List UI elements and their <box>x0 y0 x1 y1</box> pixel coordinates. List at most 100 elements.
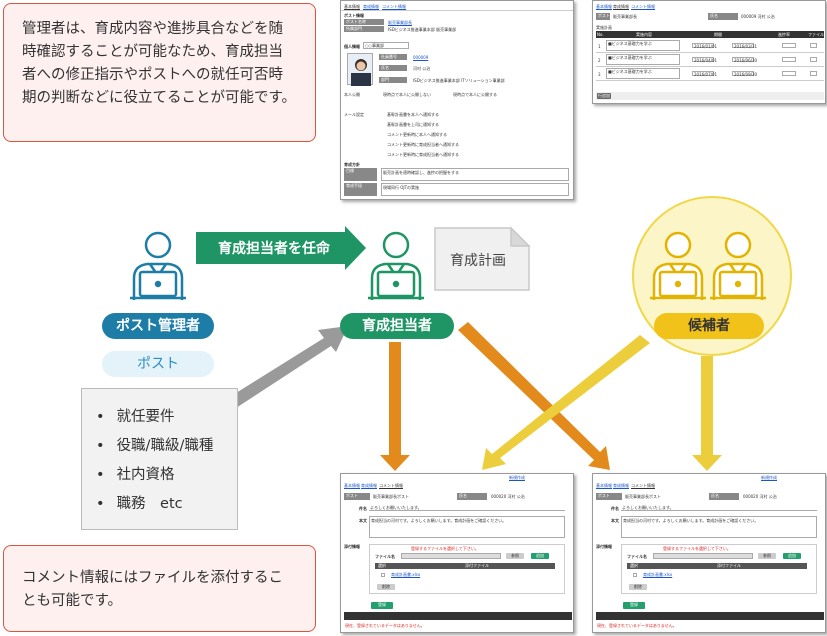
post-label-3: ポスト <box>344 493 370 500</box>
post-value-4: 販売事業部長ポスト <box>625 494 661 499</box>
trainer-role-badge: 育成担当者 <box>340 313 454 339</box>
subject-input[interactable]: よろしくお願いいたします。 <box>369 504 565 511</box>
new-comment-link[interactable]: 新規作成 <box>761 475 777 480</box>
mail-check-1[interactable]: 基幹計画書を本人へ通知する <box>387 112 439 117</box>
mail-check-3[interactable]: コメント更新時に本人へ通知する <box>387 132 447 137</box>
table-row: 3 ■ビジネス基礎力を学ぶ 2016/07/01 2016/09/30 <box>596 67 824 81</box>
table-row: 1 ■ビジネス基礎力を学ぶ 2016/01/01 2016/03/31 <box>596 39 824 53</box>
file-checkbox[interactable] <box>633 573 637 577</box>
subject-label: 件名 <box>611 506 619 511</box>
dept-value: ISDビジネス推進事業本部 販売事業部 <box>388 27 457 32</box>
admin-benefit-note: 管理者は、育成内容や進捗具合などを随時確認することが可能なため、育成担当者への修… <box>3 3 316 142</box>
tab-basic-4[interactable]: 基本情報 <box>596 483 612 488</box>
goal-textarea[interactable]: 販売計画を適時確認し、進捗の把握をする <box>381 168 569 181</box>
post-name-label: ポスト名称 <box>344 19 384 25</box>
tab-comment[interactable]: コメント情報 <box>382 4 406 9</box>
attach-area <box>621 544 817 594</box>
disclose-option-yes[interactable]: 現時点で本人に公開する <box>453 92 497 97</box>
candidate-person-icon <box>710 231 766 300</box>
tab-training-4[interactable]: 育成情報 <box>613 483 629 488</box>
file-label: ファイル名 <box>375 554 395 559</box>
add-file-button[interactable]: 追加 <box>531 553 549 559</box>
file-input[interactable] <box>401 553 501 559</box>
plan-section: 育成方針 <box>344 162 360 167</box>
tab-comment-3[interactable]: コメント情報 <box>379 483 403 488</box>
subject-input[interactable]: よろしくお願いいたします。 <box>621 504 817 511</box>
dept-select[interactable]: ○○事業部 <box>363 42 409 49</box>
method-label: 育成手段 <box>344 183 377 196</box>
candidate-person-icon <box>650 231 706 300</box>
tab-training-3[interactable]: 育成情報 <box>361 483 377 488</box>
trainer-down-arrow <box>380 342 410 471</box>
attach-note: 登録するファイルを選択して下さい。 <box>411 546 479 551</box>
file-link[interactable]: 育成計画書.xlsx <box>391 572 421 577</box>
person-photo-icon <box>351 59 371 86</box>
name-value: 河村 公治 <box>413 66 431 71</box>
mail-label: メール設定 <box>344 112 364 117</box>
mail-check-2[interactable]: 基幹計画書を上司に通知する <box>387 122 439 127</box>
file-table-header: 選択 添付ファイル <box>375 563 555 569</box>
name-value-3: 000020 河村 公治 <box>491 494 525 499</box>
tab-basic-3[interactable]: 基本情報 <box>344 483 360 488</box>
body-label: 本文 <box>359 518 367 523</box>
candidate-diagonal-arrow <box>482 335 650 470</box>
browse-button[interactable]: 参照 <box>506 553 524 559</box>
tab-basic[interactable]: 基本情報 <box>344 4 360 9</box>
add-file-button[interactable]: 追加 <box>783 553 801 559</box>
footer-note: 現在、登録されているデータはありません。 <box>597 623 677 628</box>
name-value-2: 000009 河村 公治 <box>741 14 775 19</box>
dept-label: 所属部門 <box>344 26 384 32</box>
register-button[interactable]: 登録 <box>623 602 645 609</box>
basic-info-screenshot: 基本情報 育成情報 コメント情報 ポスト情報 ポスト名称 販売事業部長 所属部門… <box>340 0 574 200</box>
list-item: 役職/職級/職種 <box>96 432 214 461</box>
tab-comment-4[interactable]: コメント情報 <box>631 483 655 488</box>
emp-no-label: 社員番号 <box>379 54 407 60</box>
post-info-heading: ポスト情報 <box>344 13 364 18</box>
personal-section: 個人情報 <box>344 44 360 49</box>
goal-label: 目標 <box>344 168 377 181</box>
body-textarea[interactable]: 育成担当の河村です。よろしくお願いします。育成計画をご確認ください。 <box>621 516 817 538</box>
delete-button[interactable]: 削除 <box>377 584 395 590</box>
file-checkbox[interactable] <box>381 573 385 577</box>
post-value-3: 販売事業部長ポスト <box>373 494 409 499</box>
tab-comment-2[interactable]: コメント情報 <box>631 4 655 9</box>
trainer-diagonal-arrow <box>458 322 610 470</box>
requirements-box: 就任要件 役職/職級/職種 社内資格 職務 etc <box>81 388 238 530</box>
disclose-option-no[interactable]: 現時点で本人に公開しない <box>383 92 431 97</box>
mail-check-4[interactable]: コメント更新時に育成担当者へ通知する <box>387 142 459 147</box>
delete-button[interactable]: 削除 <box>629 584 647 590</box>
plan-table-header: No. 実施内容 期間 進捗率 ファイル <box>596 31 824 38</box>
requirements-arrow <box>228 326 348 408</box>
post-value-2: 販売事業部長 <box>613 14 637 19</box>
trainer-person-icon <box>368 231 424 300</box>
tab-training[interactable]: 育成情報 <box>363 4 379 9</box>
appoint-arrow <box>196 226 366 270</box>
name-label-4: 氏名 <box>709 493 739 500</box>
tab-basic-2[interactable]: 基本情報 <box>596 4 612 9</box>
post-name-value[interactable]: 販売事業部長 <box>388 20 412 25</box>
tab-training-2[interactable]: 育成情報 <box>613 4 629 9</box>
candidate-down-arrow <box>692 356 722 471</box>
name-value-4: 000020 河村 公治 <box>743 494 777 499</box>
body-textarea[interactable]: 育成担当の河村です。よろしくお願いします。育成計画をご確認ください。 <box>369 516 565 538</box>
footer-note: 現在、登録されているデータはありません。 <box>345 623 425 628</box>
mail-check-5[interactable]: コメント更新時に育成担当者へ通知する <box>387 152 459 157</box>
browse-button[interactable]: 参照 <box>758 553 776 559</box>
emp-no-value[interactable]: 000009 <box>413 55 429 60</box>
list-item: 就任要件 <box>96 403 213 432</box>
plan-label: 育成計画 <box>450 253 506 269</box>
file-input[interactable] <box>653 553 753 559</box>
register-button[interactable]: 登録 <box>371 602 393 609</box>
plan-document-icon <box>434 226 531 291</box>
method-textarea[interactable]: 現場同行 OJTの実施 <box>381 183 569 196</box>
name-label-2: 氏名 <box>708 13 738 20</box>
table-row: 2 ■ビジネス基礎力を学ぶ 2016/04/01 2016/06/30 <box>596 53 824 67</box>
add-row-button[interactable]: 行追加 <box>597 93 611 99</box>
post-badge: ポスト <box>102 351 214 377</box>
new-comment-link[interactable]: 新規作成 <box>509 475 525 480</box>
attach-area <box>369 544 565 594</box>
name-label-3: 氏名 <box>457 493 487 500</box>
comment-screenshot-candidate: 新規作成 基本情報 育成情報 コメント情報 ポスト 販売事業部長ポスト 氏名 0… <box>592 473 826 633</box>
subject-label: 件名 <box>359 506 367 511</box>
file-link[interactable]: 育成計画書.xlsx <box>643 572 673 577</box>
